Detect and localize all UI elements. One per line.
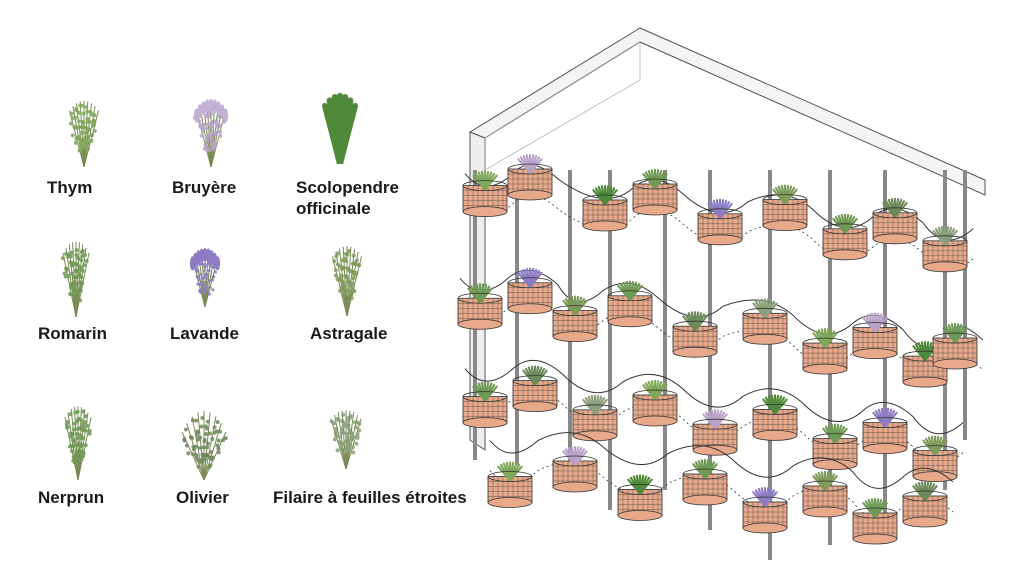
- plant-label-filaire: Filaire à feuilles étroites: [273, 488, 467, 507]
- planter-pot: [802, 328, 848, 375]
- plant-label-bruyere: Bruyère: [172, 178, 237, 197]
- buckthorn-icon: [52, 400, 104, 480]
- planters: [457, 153, 984, 545]
- plant-label-olivier: Olivier: [176, 488, 229, 507]
- olive-icon: [172, 405, 236, 480]
- planter-pot: [512, 365, 558, 413]
- planter-pot: [682, 458, 728, 506]
- planter-pot: [507, 153, 553, 201]
- planter-pot: [617, 474, 663, 521]
- plant-drawing: [331, 246, 363, 316]
- planter-pot: [607, 280, 653, 328]
- planter-pot: [922, 225, 968, 273]
- planter-pot: [552, 445, 598, 493]
- plant-drawing: [329, 410, 362, 469]
- plant-drawing: [192, 98, 229, 167]
- astragalus-icon: [318, 240, 376, 316]
- heather-icon: [182, 95, 240, 167]
- planter-pot: [752, 394, 798, 441]
- planter-pot: [812, 423, 858, 471]
- planter-pot: [672, 311, 718, 358]
- plant-drawing: [321, 92, 359, 164]
- planter-pot: [462, 381, 508, 429]
- planter-pot: [862, 407, 908, 455]
- planter-pot: [802, 470, 848, 518]
- planter-pot: [872, 197, 918, 245]
- plant-label-lavande: Lavande: [170, 324, 239, 343]
- plant-drawing: [189, 247, 221, 307]
- planter-pot: [697, 198, 743, 246]
- plant-label-astragale: Astragale: [310, 324, 388, 343]
- planter-pot: [457, 283, 503, 330]
- planter-pot: [462, 170, 508, 218]
- plant-drawing: [181, 411, 228, 480]
- planter-pot: [552, 295, 598, 343]
- planter-pot: [742, 298, 788, 345]
- lavender-icon: [180, 245, 230, 307]
- planter-pot: [572, 394, 618, 442]
- phillyrea-icon: [316, 405, 376, 469]
- planter-pot: [582, 184, 628, 232]
- plant-drawing: [68, 100, 100, 167]
- wire-mesh-band: [464, 360, 964, 435]
- fern-icon: [310, 90, 370, 164]
- plant-label-line1: Scolopendre: [296, 178, 399, 197]
- plant-label-thym: Thym: [47, 178, 93, 197]
- planter-pot: [932, 322, 978, 370]
- planter-pot: [507, 267, 553, 315]
- thyme-icon: [55, 95, 113, 167]
- plant-drawing: [64, 406, 92, 480]
- plant-label-nerprun: Nerprun: [38, 488, 105, 507]
- planter-pot: [762, 184, 808, 232]
- wire-mesh-band: [489, 432, 954, 489]
- planter-pot: [742, 486, 788, 534]
- wire-mesh-band: [459, 269, 984, 348]
- planter-pot: [902, 480, 948, 528]
- planter-pot: [632, 379, 678, 427]
- planter-pot: [912, 435, 958, 483]
- rosemary-icon: [50, 235, 102, 317]
- planter-pot: [852, 497, 898, 545]
- plant-drawing: [60, 241, 90, 317]
- vertical-garden-structure-illustration: [457, 27, 986, 560]
- plant-label-romarin: Romarin: [38, 324, 107, 343]
- planter-pot: [822, 213, 868, 261]
- plant-label-scolopendre: Scolopendre officinale: [296, 177, 399, 219]
- plant-label-line2: officinale: [296, 199, 371, 218]
- planter-pot: [852, 312, 898, 360]
- planter-pot: [692, 409, 738, 456]
- planter-pot: [487, 461, 533, 508]
- planter-pot: [632, 168, 678, 216]
